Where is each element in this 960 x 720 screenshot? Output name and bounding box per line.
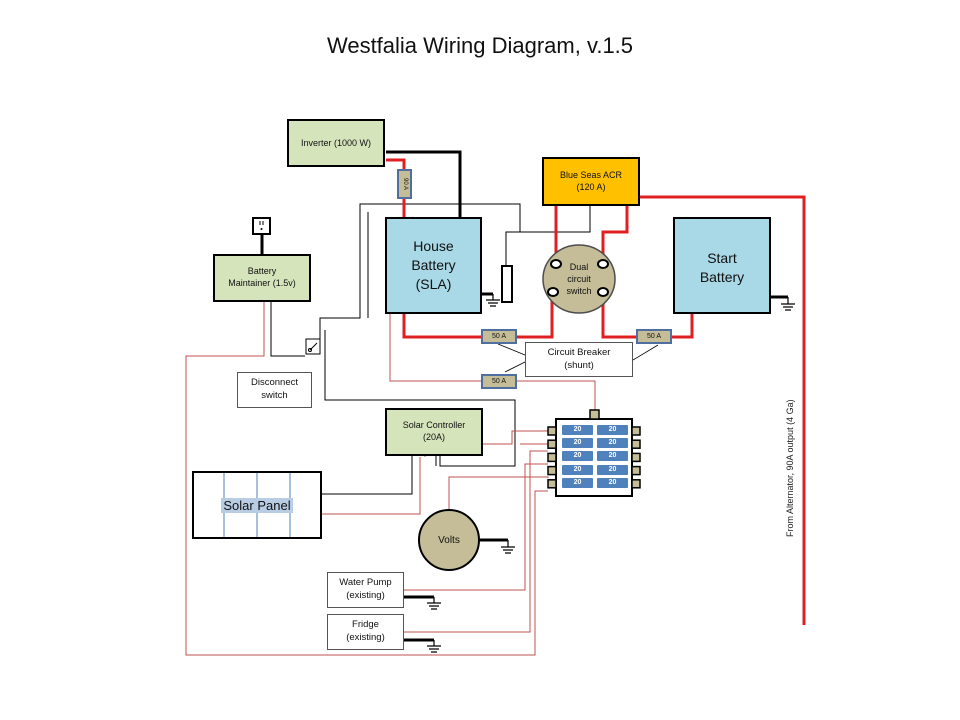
- fuse-block-tab: [631, 479, 641, 489]
- wire-breaker-to-switch: [517, 292, 554, 339]
- inverter-label: Inverter (1000 W): [300, 138, 372, 148]
- fuse-block-tab: [631, 452, 641, 463]
- fridge-box: Fridge (existing): [327, 614, 404, 650]
- wire-house-top: [382, 203, 521, 232]
- wire-pump-fuse: [404, 463, 548, 591]
- diagram-title: Westfalia Wiring Diagram, v.1.5: [326, 33, 634, 58]
- wire-solar-controller: [322, 456, 413, 495]
- wire-controller-house: [324, 330, 516, 467]
- disconnect-switch-label: Disconnect switch: [251, 377, 298, 401]
- wire-volts-fuse: [448, 476, 549, 511]
- breaker-left-label: 50 A: [491, 333, 506, 340]
- wire-maintainer-to-switch: [270, 302, 305, 357]
- house-battery-box: House Battery (SLA): [385, 217, 482, 314]
- wire-alternator: [628, 195, 806, 625]
- alternator-note: From Alternator, 90A output (4 Ga): [785, 399, 795, 537]
- solar-controller-box: Solar Controller (20A): [385, 408, 483, 456]
- inverter-box: Inverter (1000 W): [287, 119, 385, 167]
- breaker-left: 50 A: [481, 329, 517, 344]
- wire-inverter-positive: [386, 158, 406, 170]
- dual-circuit-switch-label: Dual circuit switch: [566, 262, 592, 296]
- fuse-block-tab: [547, 426, 557, 436]
- battery-maintainer-label: Battery Maintainer (1.5v): [228, 266, 296, 288]
- wire-acr-right: [601, 197, 629, 264]
- fuse-block-tab: [547, 452, 557, 463]
- solar-panel-box: Solar Panel: [192, 471, 322, 539]
- breaker-lower-label: 50 A: [491, 378, 506, 385]
- wire-fridge-fuse: [404, 450, 548, 633]
- plug-icon: [252, 217, 271, 235]
- solar-panel-label: Solar Panel: [221, 497, 293, 513]
- fuse-2-2: 20: [597, 438, 628, 449]
- fuse-block-tab: [631, 439, 641, 449]
- fuse-4-1: 20: [562, 464, 593, 475]
- wire-house-breaker-lower: [389, 295, 482, 382]
- fuse-4-2: 20: [597, 464, 628, 475]
- volts-label: Volts: [438, 534, 460, 546]
- start-battery-label: Start Battery: [699, 250, 745, 285]
- wire-breaker-fuseblock: [517, 380, 596, 413]
- acr-label: Blue Seas ACR (120 A): [559, 169, 623, 192]
- switch-icon: [305, 338, 321, 355]
- inverter-fuse-label: 90 A: [401, 177, 408, 191]
- fuse-1-2: 20: [597, 425, 628, 435]
- ground-icon: [427, 294, 795, 653]
- water-pump-box: Water Pump (existing): [327, 572, 404, 608]
- solar-controller-label: Solar Controller (20A): [402, 420, 466, 442]
- dual-circuit-switch: Dual circuit switch: [554, 259, 604, 301]
- wire-switch-to-house: [319, 203, 382, 348]
- volts-meter-body: [418, 509, 480, 571]
- breaker-right: 50 A: [636, 329, 672, 344]
- wire-black-acr-house: [505, 206, 591, 268]
- fuse-3-2: 20: [597, 451, 628, 462]
- terminal-icon: [547, 259, 609, 297]
- fuse-1-1: 20: [562, 425, 593, 435]
- fuse-5-2: 20: [597, 477, 628, 488]
- fuse-block-tab: [631, 465, 641, 476]
- fridge-label: Fridge (existing): [346, 619, 385, 643]
- breaker-lower: 50 A: [481, 374, 517, 389]
- battery-maintainer-box: Battery Maintainer (1.5v): [213, 254, 311, 302]
- fuse-block-tab: [547, 479, 557, 489]
- circuit-breaker-label: Circuit Breaker (shunt): [547, 346, 611, 371]
- fuse-block-tab: [547, 439, 557, 449]
- inverter-fuse: 90 A: [397, 169, 412, 199]
- shunt-bar: [501, 265, 513, 303]
- volts-meter: Volts: [419, 525, 479, 555]
- wire-maintainer-red: [185, 302, 548, 656]
- disconnect-switch-callout: Disconnect switch: [237, 372, 312, 408]
- fuse-5-1: 20: [562, 477, 593, 488]
- wire-solar-red: [322, 457, 421, 515]
- water-pump-label: Water Pump (existing): [339, 577, 392, 601]
- fuse-3-1: 20: [562, 451, 593, 462]
- fuse-2-1: 20: [562, 438, 593, 449]
- start-battery-box: Start Battery: [673, 217, 771, 314]
- breaker-right-label: 50 A: [646, 333, 661, 340]
- circuit-breaker-callout: Circuit Breaker (shunt): [525, 342, 633, 377]
- fuse-block: 20 20 20 20 20 20 20 20 20 20: [562, 425, 628, 491]
- house-battery-label: House Battery (SLA): [411, 238, 456, 292]
- fuse-block-tab: [631, 426, 641, 436]
- acr-box: Blue Seas ACR (120 A): [542, 157, 640, 206]
- wire-switch-right: [601, 292, 637, 339]
- fuse-block-tab: [547, 465, 557, 476]
